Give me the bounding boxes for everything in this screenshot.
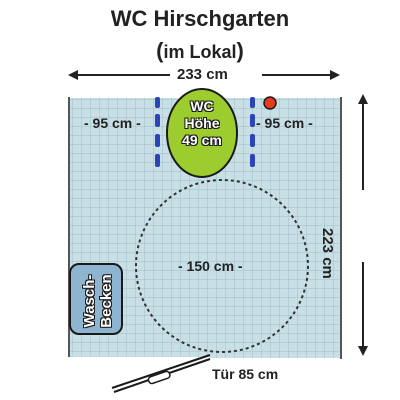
- toilet-label-line-1: WC: [190, 98, 214, 114]
- right-space-label: - 95 cm -: [256, 115, 313, 131]
- door-label: Tür 85 cm: [212, 366, 279, 382]
- sink-label: Wasch- Becken: [81, 265, 115, 337]
- room-depth-label: 223 cm: [319, 228, 336, 279]
- subtitle-open-paren: (: [156, 38, 164, 63]
- grab-bar-right-2: [250, 114, 255, 127]
- toilet-label-line-2: Höhe: [184, 115, 220, 131]
- toilet-icon: [166, 88, 238, 178]
- grab-bar-icon: [155, 97, 255, 167]
- subtitle-close-paren: ): [236, 38, 244, 63]
- width-arrow: [68, 70, 340, 80]
- turning-circle: [135, 179, 309, 353]
- depth-arrow: [358, 94, 368, 356]
- page-title: WC Hirschgarten: [110, 6, 290, 31]
- toilet-label-line-3: 49 cm: [182, 132, 222, 148]
- turning-circle-label: - 150 cm -: [178, 258, 243, 274]
- grab-bar-right-3: [250, 134, 255, 147]
- door-icon: [67, 354, 211, 393]
- toilet-label: WC Höhe 49 cm: [172, 98, 232, 149]
- subtitle-text: im Lokal: [163, 42, 237, 62]
- room-width-label: 233 cm: [177, 66, 228, 83]
- page-subtitle: (im Lokal): [0, 38, 400, 64]
- grab-bar-left-2: [155, 114, 160, 127]
- alarm-button-icon: [263, 96, 277, 110]
- left-space-label: - 95 cm -: [84, 115, 141, 131]
- sink-label-line-1: Wasch-: [81, 274, 98, 328]
- grab-bar-right-1: [250, 97, 255, 108]
- sink-label-line-2: Becken: [98, 274, 115, 328]
- grab-bar-left-3: [155, 134, 160, 147]
- grab-bar-left-4: [155, 154, 160, 167]
- grab-bar-right-4: [250, 154, 255, 167]
- sink: Wasch- Becken: [69, 263, 123, 335]
- grab-bar-left-1: [155, 97, 160, 108]
